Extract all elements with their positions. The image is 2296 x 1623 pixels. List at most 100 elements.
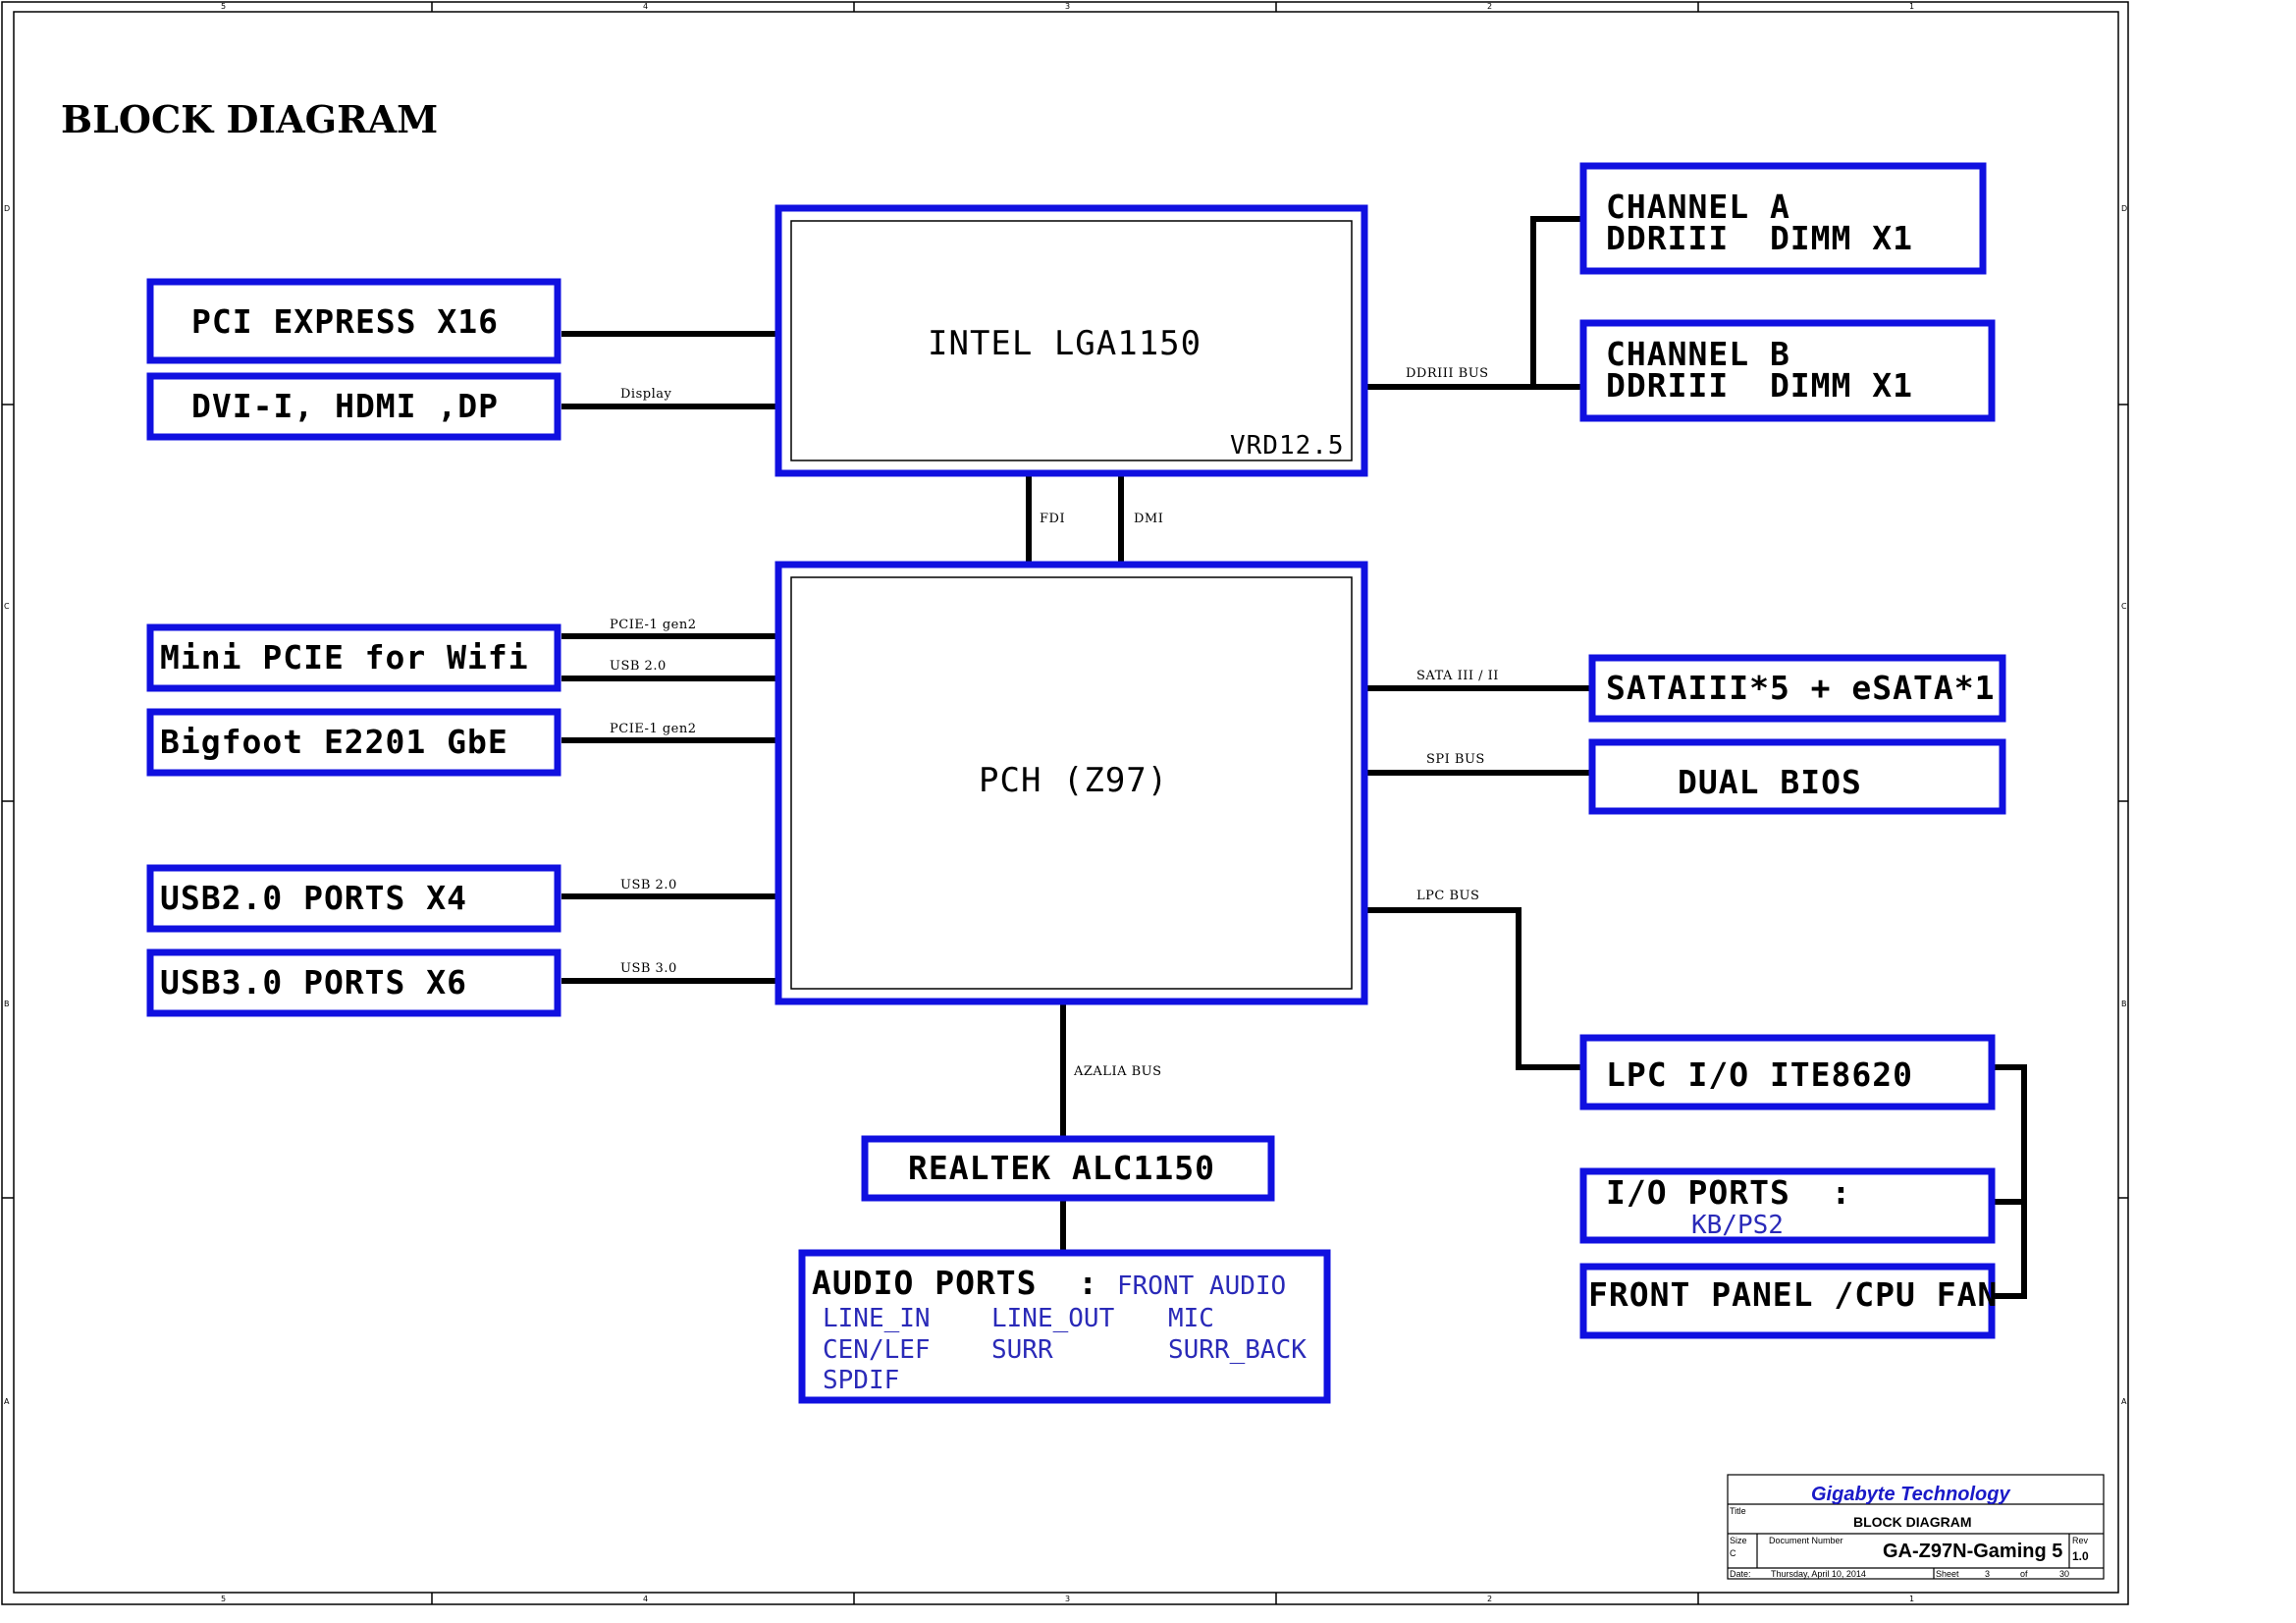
pch-block: PCH (Z97) (774, 561, 1368, 1005)
usb3-block: USB3.0 PORTS X6 (146, 948, 561, 1017)
lpc-bus-label: LPC BUS (1416, 889, 1479, 903)
company-name: Gigabyte Technology (1811, 1484, 2010, 1505)
zone-row-d: D (4, 204, 10, 213)
zone-col-1: 1 (1909, 2, 1914, 11)
zone-row-a-right: A (2121, 1397, 2127, 1406)
codec-block: REALTEK ALC1150 (861, 1135, 1275, 1202)
wifi-pcie-label: PCIE-1 gen2 (610, 618, 697, 632)
audio-port-line-out: LINE_OUT (991, 1304, 1115, 1333)
zone-row-b: B (4, 1000, 10, 1008)
front-panel-label: FRONT PANEL /CPU FAN (1588, 1275, 1998, 1314)
channel-a-block: CHANNEL A DDRIII DIMM X1 (1579, 162, 1987, 275)
size-field-value: C (1730, 1548, 1736, 1558)
lpc-io-label: LPC I/O ITE8620 (1606, 1055, 1913, 1094)
audio-port-front-audio: FRONT AUDIO (1117, 1271, 1286, 1301)
sheet-label: Sheet (1936, 1569, 1959, 1579)
zone-row-d-right: D (2121, 204, 2127, 213)
drawing-frame: 5 4 3 2 1 5 4 3 2 1 D C B A D C B A (1, 1, 2129, 1605)
title-field-value: BLOCK DIAGRAM (1853, 1514, 1972, 1530)
gbe-block: Bigfoot E2201 GbE (146, 708, 561, 777)
codec-label: REALTEK ALC1150 (908, 1149, 1215, 1187)
pcie-x16-label: PCI EXPRESS X16 (191, 302, 499, 341)
usb3-bus-label: USB 3.0 (620, 961, 677, 976)
ddr-branch (1530, 216, 1583, 387)
cpu-block: INTEL LGA1150 VRD12.5 (774, 204, 1368, 477)
lpc-io-bus (1988, 1064, 2027, 1299)
ddr-bus-label: DDRIII BUS (1406, 366, 1489, 381)
fdi-bus-label: FDI (1040, 512, 1065, 526)
audio-port-mic: MIC (1168, 1304, 1214, 1333)
audio-port-surr-back: SURR_BACK (1168, 1335, 1307, 1365)
zone-col-2: 2 (1487, 2, 1492, 11)
audio-port-surr: SURR (991, 1335, 1053, 1365)
sata-bus-label: SATA III / II (1416, 669, 1499, 683)
zone-col-1-bottom: 1 (1909, 1595, 1914, 1603)
azalia-bus-label: AZALIA BUS (1073, 1064, 1162, 1079)
zone-row-b-right: B (2121, 1000, 2127, 1008)
zone-col-3: 3 (1065, 2, 1070, 11)
zone-row-c: C (4, 602, 10, 611)
date-label: Date: (1730, 1569, 1751, 1579)
bios-label: DUAL BIOS (1678, 763, 1862, 801)
sata-block: SATAIII*5 + eSATA*1 (1588, 654, 2006, 723)
page-title: BLOCK DIAGRAM (61, 97, 438, 141)
wifi-block: Mini PCIE for Wifi (146, 623, 561, 692)
channel-b-line2: DDRIII DIMM X1 (1606, 366, 1913, 405)
audio-port-line-in: LINE_IN (823, 1304, 931, 1333)
audio-ports-label: AUDIO PORTS : (812, 1264, 1098, 1302)
size-field-label: Size (1730, 1536, 1747, 1545)
channel-b-line1: CHANNEL B (1606, 335, 1790, 373)
bios-block: DUAL BIOS (1588, 738, 2006, 815)
rev-value: 1.0 (2072, 1549, 2089, 1563)
vrd-label: VRD12.5 (1230, 431, 1345, 460)
bus-labels: Display DDRIII BUS FDI DMI PCIE-1 gen2 U… (610, 366, 1499, 1079)
lpc-io-block: LPC I/O ITE8620 (1579, 1034, 1996, 1110)
io-ports-block: I/O PORTS : KB/PS2 (1579, 1167, 1996, 1244)
display-label: DVI-I, HDMI ,DP (191, 387, 499, 425)
wifi-label: Mini PCIE for Wifi (160, 638, 529, 676)
channel-a-line2: DDRIII DIMM X1 (1606, 219, 1913, 257)
of-label: of (2020, 1569, 2028, 1579)
zone-row-c-right: C (2121, 602, 2127, 611)
sheets-value: 30 (2059, 1569, 2069, 1579)
audio-port-spdif: SPDIF (823, 1366, 899, 1395)
lpc-link (1364, 907, 1583, 1070)
display-block: DVI-I, HDMI ,DP (146, 372, 561, 441)
audio-ports-block: AUDIO PORTS : FRONT AUDIO LINE_IN LINE_O… (798, 1249, 1331, 1404)
dmi-bus-label: DMI (1134, 512, 1163, 526)
wifi-usb-label: USB 2.0 (610, 659, 667, 674)
zone-col-4-bottom: 4 (643, 1595, 648, 1603)
title-field-label: Title (1730, 1506, 1746, 1516)
io-ports-sub: KB/PS2 (1691, 1211, 1784, 1240)
zone-col-4: 4 (643, 2, 648, 11)
zone-col-5: 5 (221, 2, 226, 11)
audio-port-cen-lef: CEN/LEF (823, 1335, 931, 1365)
zone-row-a: A (4, 1397, 10, 1406)
zone-col-5-bottom: 5 (221, 1595, 226, 1603)
channel-b-block: CHANNEL B DDRIII DIMM X1 (1579, 319, 1996, 422)
sata-label: SATAIII*5 + eSATA*1 (1606, 669, 1996, 707)
io-ports-label: I/O PORTS : (1606, 1173, 1851, 1212)
gbe-label: Bigfoot E2201 GbE (160, 723, 508, 761)
usb3-label: USB3.0 PORTS X6 (160, 963, 467, 1001)
spi-bus-label: SPI BUS (1426, 752, 1485, 767)
doc-number-value: GA-Z97N-Gaming 5 (1883, 1541, 2062, 1562)
cpu-label: INTEL LGA1150 (928, 324, 1201, 363)
channel-a-line1: CHANNEL A (1606, 188, 1790, 226)
gbe-pcie-label: PCIE-1 gen2 (610, 722, 697, 736)
sheet-value: 3 (1985, 1569, 1990, 1579)
usb2-label: USB2.0 PORTS X4 (160, 879, 467, 917)
zone-col-3-bottom: 3 (1065, 1595, 1070, 1603)
rev-label: Rev (2072, 1536, 2089, 1545)
usb2-bus-label: USB 2.0 (620, 878, 677, 893)
pcie-x16-block: PCI EXPRESS X16 (146, 278, 561, 364)
front-panel-block: FRONT PANEL /CPU FAN (1579, 1263, 1998, 1339)
doc-number-label: Document Number (1769, 1536, 1843, 1545)
usb2-block: USB2.0 PORTS X4 (146, 864, 561, 933)
pch-label: PCH (Z97) (979, 761, 1168, 800)
title-block: Gigabyte Technology Title BLOCK DIAGRAM … (1727, 1474, 2105, 1580)
display-bus-label: Display (620, 387, 671, 402)
date-value: Thursday, April 10, 2014 (1771, 1569, 1866, 1579)
zone-col-2-bottom: 2 (1487, 1595, 1492, 1603)
